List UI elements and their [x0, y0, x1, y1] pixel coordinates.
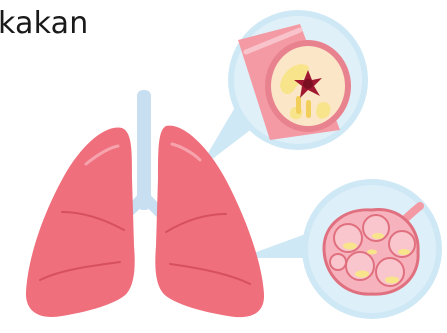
bronchus-cross-section-icon: [228, 10, 368, 150]
left-lung: [26, 127, 135, 317]
alveoli-cluster-icon: [302, 179, 442, 319]
